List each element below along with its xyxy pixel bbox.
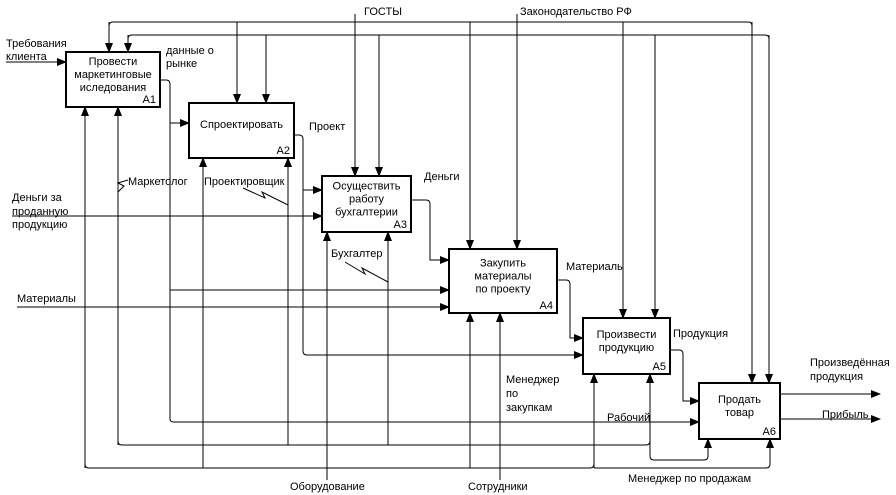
label-made-products-2: продукция	[810, 371, 863, 383]
label-market-data: данные о	[166, 45, 214, 57]
block-frame	[448, 248, 558, 314]
label-products: Продукция	[673, 328, 728, 340]
label-buyer-2: по	[506, 388, 518, 400]
block-title: Осуществить	[333, 181, 401, 193]
label-accountant: Бухгалтер	[331, 248, 382, 260]
designer-tick	[242, 187, 289, 206]
label-money: Деньги	[424, 171, 460, 183]
label-income-2: проданную	[12, 206, 68, 218]
products-arrow	[670, 349, 700, 405]
block-title: материалы	[474, 271, 531, 283]
label-requirements-2: клиента	[6, 51, 48, 63]
market-data-arrow	[160, 79, 700, 426]
blocks: ПровестимаркетинговыеиследованияA1Спроек…	[65, 51, 781, 440]
arrows	[6, 14, 881, 480]
label-made-products: Произведённая	[810, 357, 890, 369]
block-frame	[188, 102, 295, 159]
block-frame	[65, 51, 161, 108]
project-arrow	[294, 134, 584, 359]
label-equipment: Оборудование	[290, 481, 365, 493]
block-id: A5	[653, 361, 666, 373]
block-id: A1	[143, 94, 156, 106]
money-arrow	[411, 199, 450, 264]
label-designer: Проектировщик	[204, 176, 285, 188]
block-title: продукцию	[599, 342, 654, 354]
block-title: Продать	[718, 394, 761, 406]
law-bus	[127, 34, 770, 52]
label-staff: Сотрудники	[468, 481, 528, 493]
label-requirements: Требования	[6, 38, 67, 50]
block-frame	[582, 317, 671, 375]
block-id: A6	[763, 426, 776, 438]
block-title: иследования	[80, 82, 147, 94]
block-title: Закупить	[480, 258, 526, 270]
accountant-tick	[344, 261, 389, 283]
block-frame	[698, 382, 781, 440]
block-title: маркетинговые	[74, 69, 152, 81]
worker-to-a6	[649, 438, 712, 461]
label-materials-in: Материалы	[17, 293, 76, 305]
marketolog-tick	[116, 179, 129, 193]
block-title: Провести	[89, 56, 138, 68]
block-frame	[321, 175, 412, 233]
label-profit: Прибыль	[822, 409, 869, 421]
label-project: Проект	[309, 121, 345, 133]
label-gosty: ГОСТЫ	[364, 6, 402, 18]
block-title: товар	[725, 407, 754, 419]
label-worker: Рабочий	[607, 412, 650, 424]
block-title: Произвести	[597, 329, 657, 341]
label-materials-out: Материаль	[566, 261, 623, 273]
label-sales-manager: Менеджер по продажам	[628, 473, 751, 485]
block-title: по проекту	[475, 284, 531, 296]
label-market-data-2: рынке	[166, 58, 197, 70]
materials-out-arrow	[557, 279, 584, 342]
label-income-3: продукцию	[12, 219, 67, 231]
sales-manager-arrow	[594, 438, 774, 469]
label-marketolog: Маркетолог	[128, 176, 188, 188]
block-id: A2	[277, 145, 290, 157]
block-id: A3	[394, 219, 407, 231]
block-title: бухгалтерии	[335, 207, 398, 219]
block-title: Спроектировать	[200, 119, 283, 131]
block-id: A4	[540, 300, 553, 312]
label-buyer: Менеджер	[506, 374, 559, 386]
label-law: Законодательство РФ	[520, 6, 632, 18]
label-income: Деньги за	[12, 192, 63, 204]
label-buyer-3: закупкам	[506, 402, 552, 414]
block-title: работу	[349, 194, 385, 206]
labels: ГОСТЫ Законодательство РФ Требования кли…	[6, 6, 890, 493]
